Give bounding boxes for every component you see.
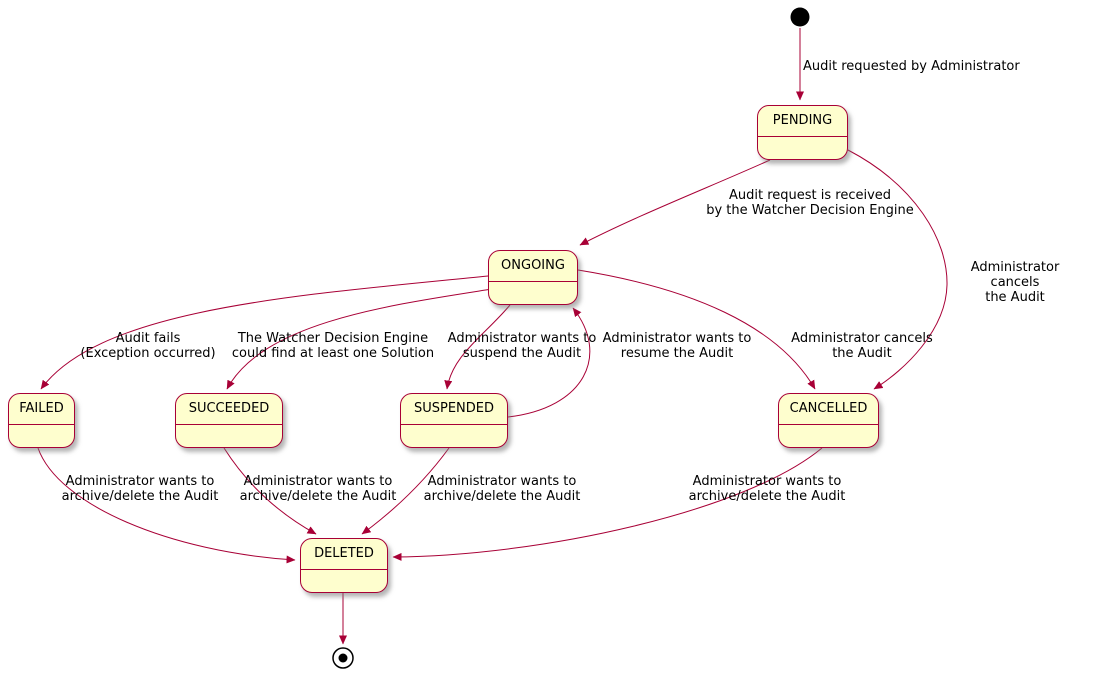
edge-pending-to-ongoing [579,159,771,246]
state-body [401,425,507,446]
state-body [301,570,387,591]
label-ongoing-to-suspended: Administrator wants to suspend the Audit [447,331,597,361]
label-failed-to-deleted: Administrator wants to archive/delete th… [61,474,219,504]
state-failed-title: FAILED [19,401,64,416]
label-ongoing-to-cancelled: Administrator cancels the Audit [791,331,933,361]
edge-pending-to-cancelled [847,149,948,390]
label-ongoing-to-succeeded: The Watcher Decision Engine could find a… [231,331,435,361]
label-suspended-to-deleted: Administrator wants to archive/delete th… [423,474,581,504]
edge-suspended-to-ongoing [507,307,591,418]
edge-ongoing-to-suspended [444,304,511,390]
edge-suspended-to-deleted [361,447,450,535]
state-separator [176,424,282,425]
state-ongoing-title: ONGOING [501,258,565,273]
state-cancelled-title: CANCELLED [789,401,868,416]
label-initial-to-pending: Audit requested by Administrator [803,59,1020,74]
state-body [779,425,878,446]
initial-state-node [790,7,810,27]
state-suspended-title: SUSPENDED [413,401,495,416]
state-body [758,137,847,158]
label-cancelled-to-deleted: Administrator wants to archive/delete th… [688,474,846,504]
state-pending-title: PENDING [772,113,833,128]
label-succeeded-to-deleted: Administrator wants to archive/delete th… [239,474,397,504]
state-body [9,425,74,446]
edge-failed-to-deleted [37,447,296,564]
final-state-inner [338,653,348,663]
state-separator [489,281,577,282]
label-suspended-to-ongoing: Administrator wants to resume the Audit [602,331,752,361]
edge-ongoing-to-succeeded [226,288,493,390]
label-pending-to-cancelled: Administrator cancels the Audit [970,260,1060,305]
state-body [176,425,282,446]
state-succeeded: SUCCEEDED [175,393,283,448]
state-deleted: DELETED [300,538,388,593]
state-cancelled: CANCELLED [778,393,879,448]
edge-ongoing-to-failed [40,275,489,390]
state-ongoing: ONGOING [488,250,578,305]
state-deleted-title: DELETED [314,546,374,561]
label-ongoing-to-failed: Audit fails (Exception occurred) [80,331,216,361]
state-separator [779,424,878,425]
edge-ongoing-to-cancelled [577,269,816,390]
state-suspended: SUSPENDED [400,393,508,448]
state-pending: PENDING [757,105,848,160]
state-succeeded-title: SUCCEEDED [188,401,270,416]
edge-succeeded-to-deleted [223,447,317,535]
state-body [489,282,577,303]
state-separator [401,424,507,425]
state-failed: FAILED [8,393,75,448]
label-pending-to-ongoing: Audit request is received by the Watcher… [706,188,914,218]
state-separator [9,424,74,425]
state-separator [301,569,387,570]
edge-cancelled-to-deleted [392,447,823,561]
state-separator [758,136,847,137]
